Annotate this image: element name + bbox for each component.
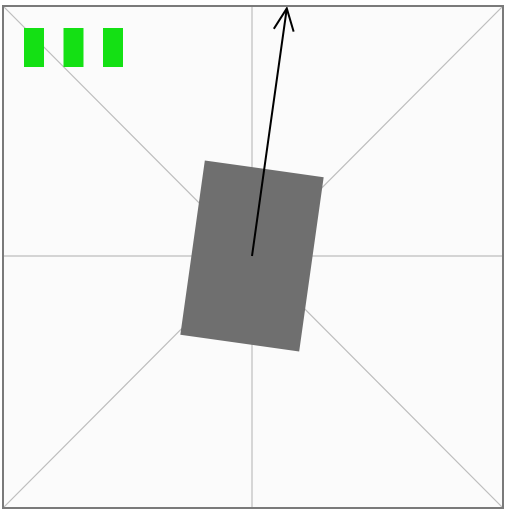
green-bar-icon bbox=[103, 28, 123, 67]
lives-indicator bbox=[24, 28, 123, 67]
arrow-shaft bbox=[251, 8, 288, 257]
arrow-head bbox=[272, 6, 295, 32]
green-bar-icon bbox=[63, 28, 84, 67]
field-frame bbox=[2, 5, 504, 509]
green-bar-icon bbox=[24, 28, 44, 67]
arrow-up-icon bbox=[251, 6, 295, 257]
